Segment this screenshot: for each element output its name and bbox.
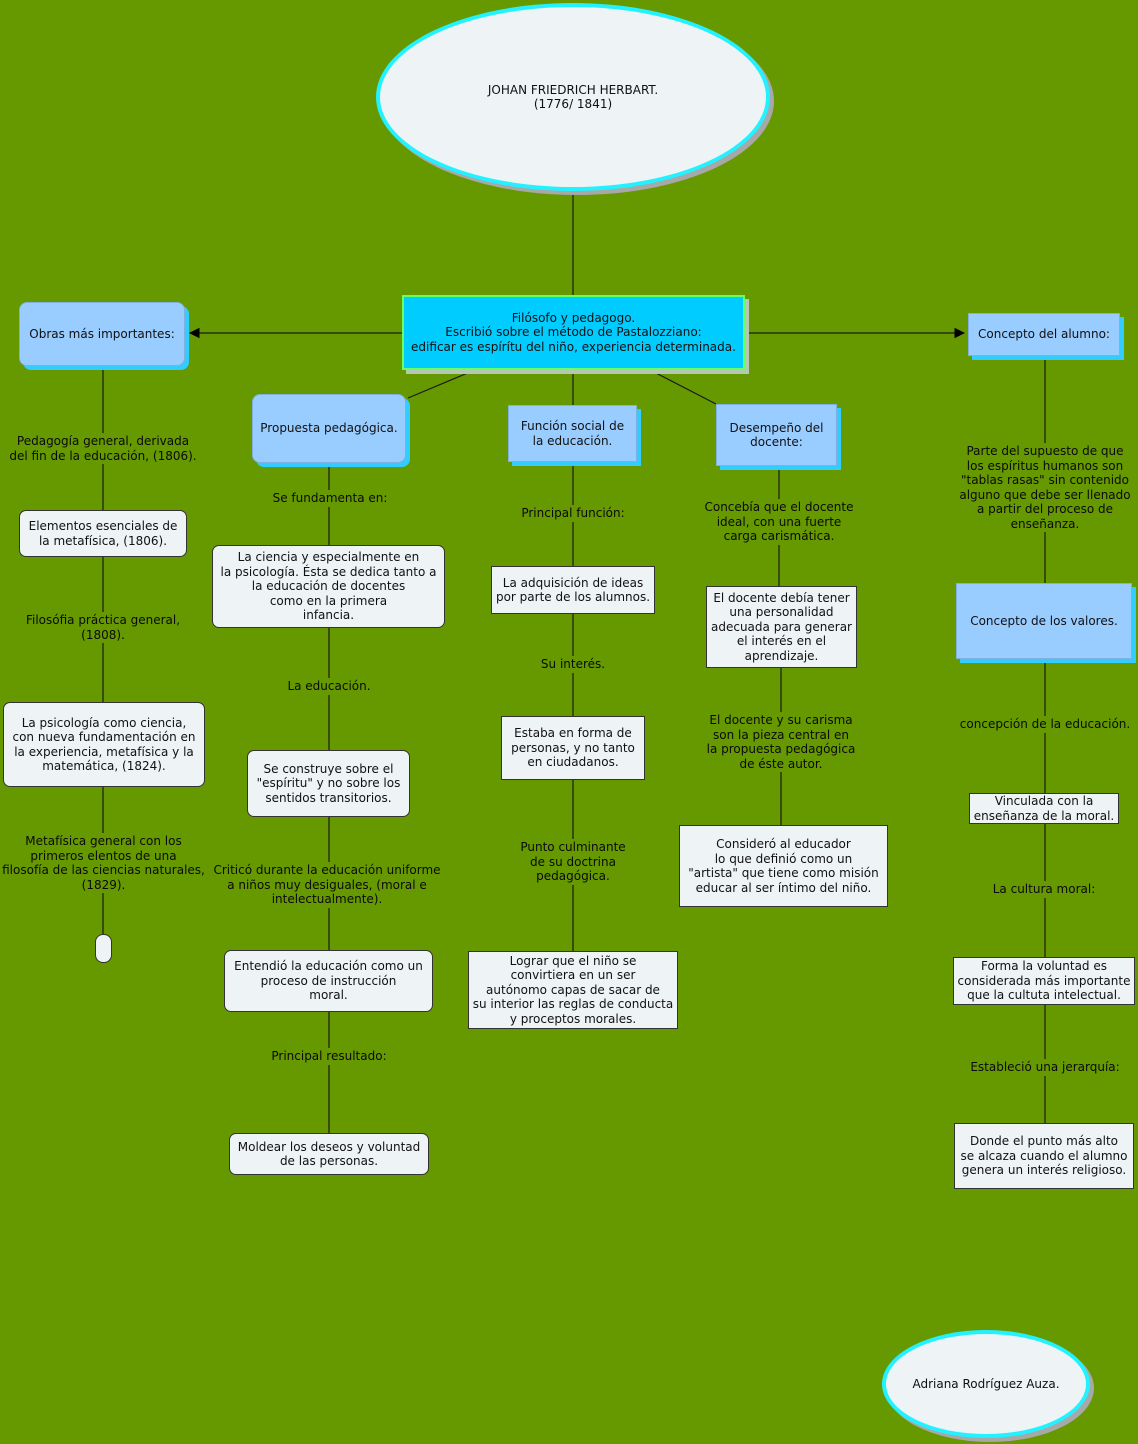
alumno-label-1: Parte del supuesto de que los espíritus … [952,443,1138,532]
propuesta-label-1: Se fundamenta en: [264,490,396,507]
alumno-box-2: Vinculada con la enseñanza de la moral. [969,793,1119,824]
obras-label-2: Filosófia práctica general, (1808). [0,612,206,643]
alumno-box-3: Forma la voluntad es considerada más imp… [953,957,1135,1005]
propuesta-box-4: Moldear los deseos y voluntad de las per… [229,1133,429,1175]
funcion-header-box: Función social de la educación. [508,405,637,462]
obras-label-3: Metafísica general con los primeros elen… [0,833,207,893]
author-ellipse: Adriana Rodríguez Auza. [882,1330,1090,1438]
alumno-label-3: La cultura moral: [984,881,1104,898]
desempeno-header-box: Desempeño del docente: [716,404,837,466]
obras-label-1: Pedagogía general, derivada del fin de l… [0,433,206,464]
funcion-box-3: Lograr que el niño se convirtiera en un … [468,951,678,1029]
funcion-label-2: Su interés. [530,656,616,673]
propuesta-box-2: Se construye sobre el "espíritu" y no so… [247,750,410,817]
title-name: JOHAN FRIEDRICH HERBART. [487,82,659,97]
alumno-label-4: Estableció una jerarquía: [962,1059,1128,1076]
propuesta-box-3: Entendió la educación como un proceso de… [224,950,433,1012]
alumno-box-1: Concepto de los valores. [956,583,1132,659]
alumno-label-2: concepción de la educación. [956,716,1134,733]
obras-box-1: Elementos esenciales de la metafísica, (… [19,510,187,557]
funcion-box-1: La adquisición de ideas por parte de los… [491,566,655,614]
center-summary-box: Filósofo y pedagogo. Escribió sobre el m… [402,295,745,370]
desempeno-box-2: Consideró al educador lo que definió com… [679,825,888,907]
alumno-header-box: Concepto del alumno: [968,313,1120,356]
desempeno-box-1: El docente debía tener una personalidad … [706,586,857,668]
propuesta-label-4: Principal resultado: [260,1048,398,1065]
obras-header-box: Obras más importantes: [19,302,185,366]
obras-empty-box [95,934,112,963]
desempeno-label-1: Concebía que el docente ideal, con una f… [696,499,862,545]
funcion-label-3: Punto culminante de su doctrina pedagógi… [512,839,634,885]
propuesta-label-3: Criticó durante la educación uniforme a … [208,862,446,908]
propuesta-header-box: Propuesta pedagógica. [252,394,406,463]
title-ellipse: JOHAN FRIEDRICH HERBART. (1776/ 1841) [376,3,770,191]
title-years: (1776/ 1841) [533,97,613,111]
funcion-label-1: Principal función: [510,505,636,522]
propuesta-label-2: La educación. [274,678,384,695]
propuesta-box-1: La ciencia y especialmente en la psicolo… [212,545,445,628]
funcion-box-2: Estaba en forma de personas, y no tanto … [501,716,645,780]
obras-box-2: La psicología como ciencia, con nueva fu… [3,702,205,787]
alumno-box-4: Donde el punto más alto se alcaza cuando… [954,1123,1134,1189]
desempeno-label-2: El docente y su carisma son la pieza cen… [700,712,862,772]
